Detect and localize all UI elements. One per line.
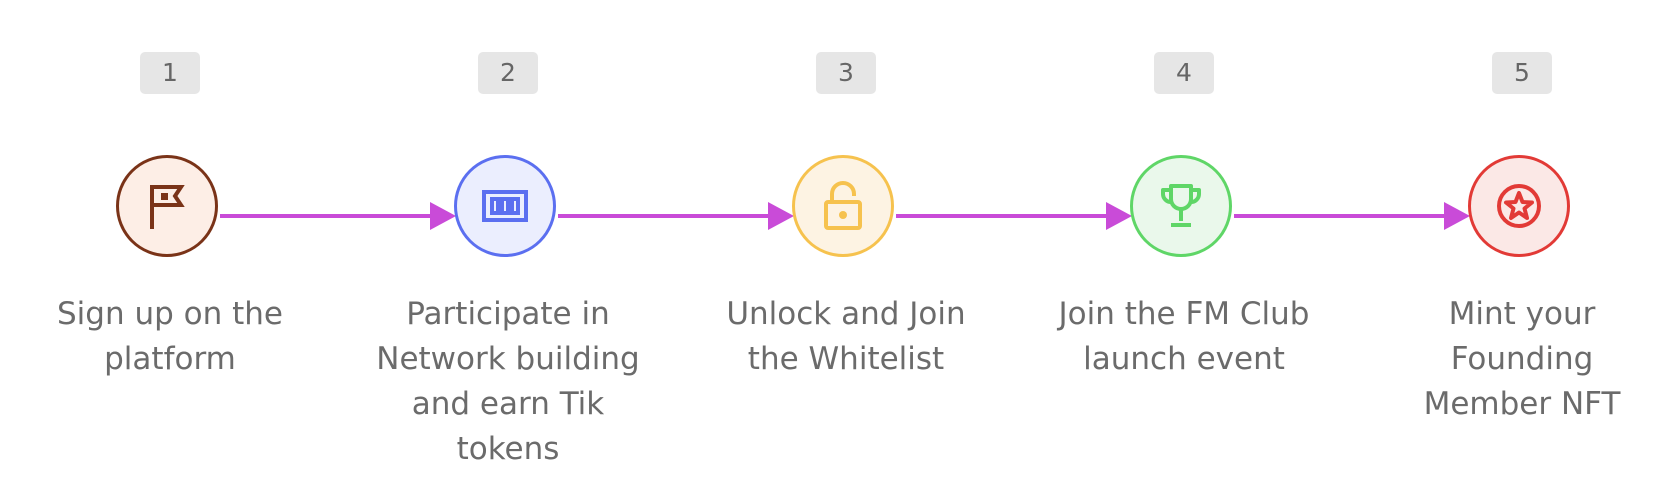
step-4: 4 Join the FM Club launch event: [1034, 0, 1334, 498]
step-label-line: Mint your: [1448, 296, 1596, 332]
step-number-badge: 4: [1154, 52, 1214, 94]
step-label-line: tokens: [456, 431, 560, 467]
arrow-head: [430, 202, 456, 230]
step-3: 3 Unlock and Join the Whitelist: [696, 0, 996, 498]
arrow-2-3: [558, 202, 794, 230]
step-label-line: Join the FM Club: [1058, 296, 1310, 332]
step-label: Participate in Network building and earn…: [358, 292, 658, 472]
step-label-line: Network building: [376, 341, 640, 377]
step-label-line: Sign up on the: [57, 296, 283, 332]
step-5: 5 Mint your Founding Member NFT: [1372, 0, 1672, 498]
unlock-icon: [824, 181, 862, 230]
step-1: 1 Sign up on the platform: [20, 0, 320, 498]
step-icon-circle: [1468, 155, 1570, 257]
step-number-badge: 2: [478, 52, 538, 94]
arrow-4-5: [1234, 202, 1470, 230]
step-number-badge: 5: [1492, 52, 1552, 94]
flag-icon: [150, 185, 185, 229]
trophy-icon: [1161, 184, 1201, 227]
step-icon-circle: [1130, 155, 1232, 257]
arrow-3-4: [896, 202, 1132, 230]
step-label: Mint your Founding Member NFT: [1372, 292, 1672, 427]
arrow-1-2: [220, 202, 456, 230]
step-label: Join the FM Club launch event: [1034, 292, 1334, 382]
star-badge-icon: [1497, 184, 1541, 228]
step-label-line: the Whitelist: [747, 341, 945, 377]
step-number-badge: 1: [140, 52, 200, 94]
step-icon-circle: [792, 155, 894, 257]
step-label-line: Unlock and Join: [726, 296, 966, 332]
step-icon-circle: [454, 155, 556, 257]
step-2: 2 Participate in Network building and ea…: [358, 0, 658, 498]
step-label-line: platform: [104, 341, 236, 377]
arrow-head: [1106, 202, 1132, 230]
step-label: Unlock and Join the Whitelist: [696, 292, 996, 382]
step-label: Sign up on the platform: [20, 292, 320, 382]
step-label-line: Member NFT: [1423, 386, 1621, 422]
step-number-badge: 3: [816, 52, 876, 94]
step-label-line: and earn Tik: [411, 386, 605, 422]
ticket-icon: [482, 190, 528, 222]
step-label-line: Participate in: [406, 296, 610, 332]
step-label-line: Founding: [1450, 341, 1594, 377]
step-icon-circle: [116, 155, 218, 257]
arrow-head: [1444, 202, 1470, 230]
step-label-line: launch event: [1083, 341, 1285, 377]
arrow-head: [768, 202, 794, 230]
